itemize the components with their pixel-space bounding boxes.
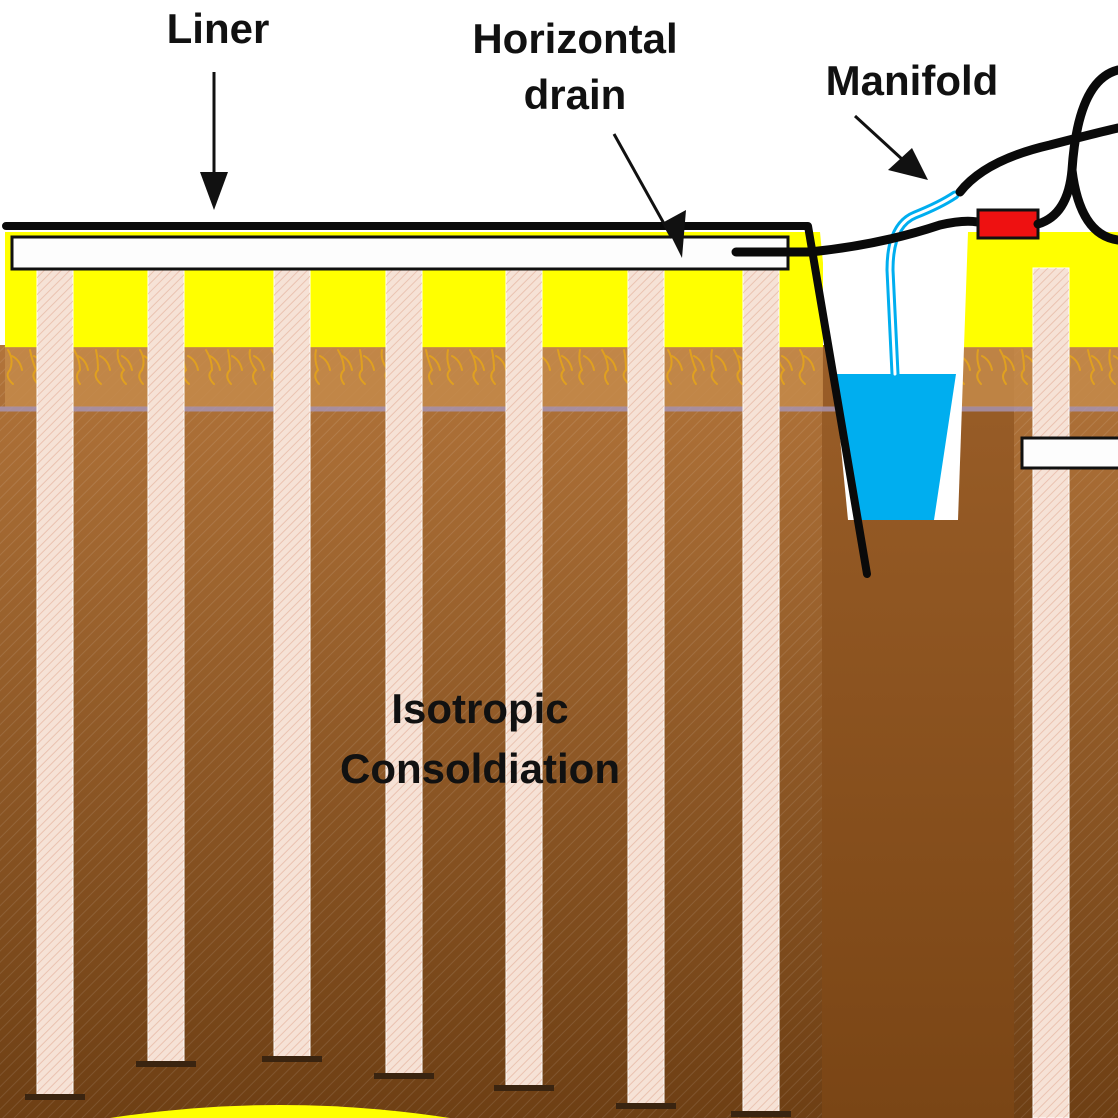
vertical-drain-hatch: [743, 268, 779, 1114]
right-drain-cap: [1020, 436, 1118, 470]
sand-lens: [110, 1105, 450, 1118]
root-squiggle: [116, 349, 133, 385]
vertical-drain-hatch: [386, 268, 422, 1076]
vertical-drains: [25, 267, 1070, 1118]
root-squiggle: [666, 349, 683, 385]
root-squiggle: [601, 349, 617, 385]
root-squiggle: [248, 349, 265, 385]
horizontal-drain-label-line1: Horizontal: [472, 15, 678, 62]
vertical-drain-hatch: [37, 268, 73, 1097]
body-label-line1: Isotropic: [391, 685, 569, 732]
manifold-pipe: [731, 216, 990, 257]
liner: [2, 222, 871, 578]
root-squiggle: [358, 349, 375, 385]
vertical-drain-hatch: [506, 268, 542, 1088]
root-squiggle: [469, 349, 485, 385]
valve-icon: [976, 208, 1040, 240]
root-squiggle: [314, 349, 331, 385]
liner-label: Liner: [166, 5, 270, 52]
root-squiggle: [446, 349, 463, 385]
root-squiggle: [976, 349, 993, 385]
root-squiggle: [94, 349, 111, 385]
root-squiggle: [798, 349, 815, 385]
root-squiggle: [425, 349, 441, 385]
root-squiggle: [1108, 349, 1118, 385]
horizontal-drain: [10, 235, 790, 271]
down-arrow-icon: [200, 72, 228, 210]
vertical-drain-hatch: [148, 268, 184, 1064]
horizontal-drain-label-line2: drain: [523, 71, 627, 118]
sump-pipe-inner: [888, 193, 957, 376]
vertical-drain-hatch: [274, 268, 310, 1059]
diagonal-arrow-icon: [612, 133, 686, 258]
root-squiggle: [578, 349, 595, 385]
root-squiggle: [557, 349, 573, 385]
root-squiggle: [6, 349, 23, 385]
vertical-drain-hatch: [628, 268, 664, 1106]
manifold-label: Manifold: [825, 57, 999, 104]
water-sump: [836, 374, 956, 520]
root-squiggle: [689, 349, 705, 385]
root-squiggle: [999, 349, 1015, 385]
root-squiggle: [710, 349, 727, 385]
body-label-line2: Consoldiation: [340, 745, 620, 792]
root-squiggle: [1087, 349, 1103, 385]
root-squiggle: [205, 349, 221, 385]
diagonal-arrow-icon: [853, 114, 928, 180]
vertical-drain-hatch: [1033, 268, 1069, 1118]
root-squiggle: [337, 349, 353, 385]
root-squiggle: [73, 349, 89, 385]
manifold-hose: [955, 65, 1118, 245]
root-squiggle: [226, 349, 243, 385]
